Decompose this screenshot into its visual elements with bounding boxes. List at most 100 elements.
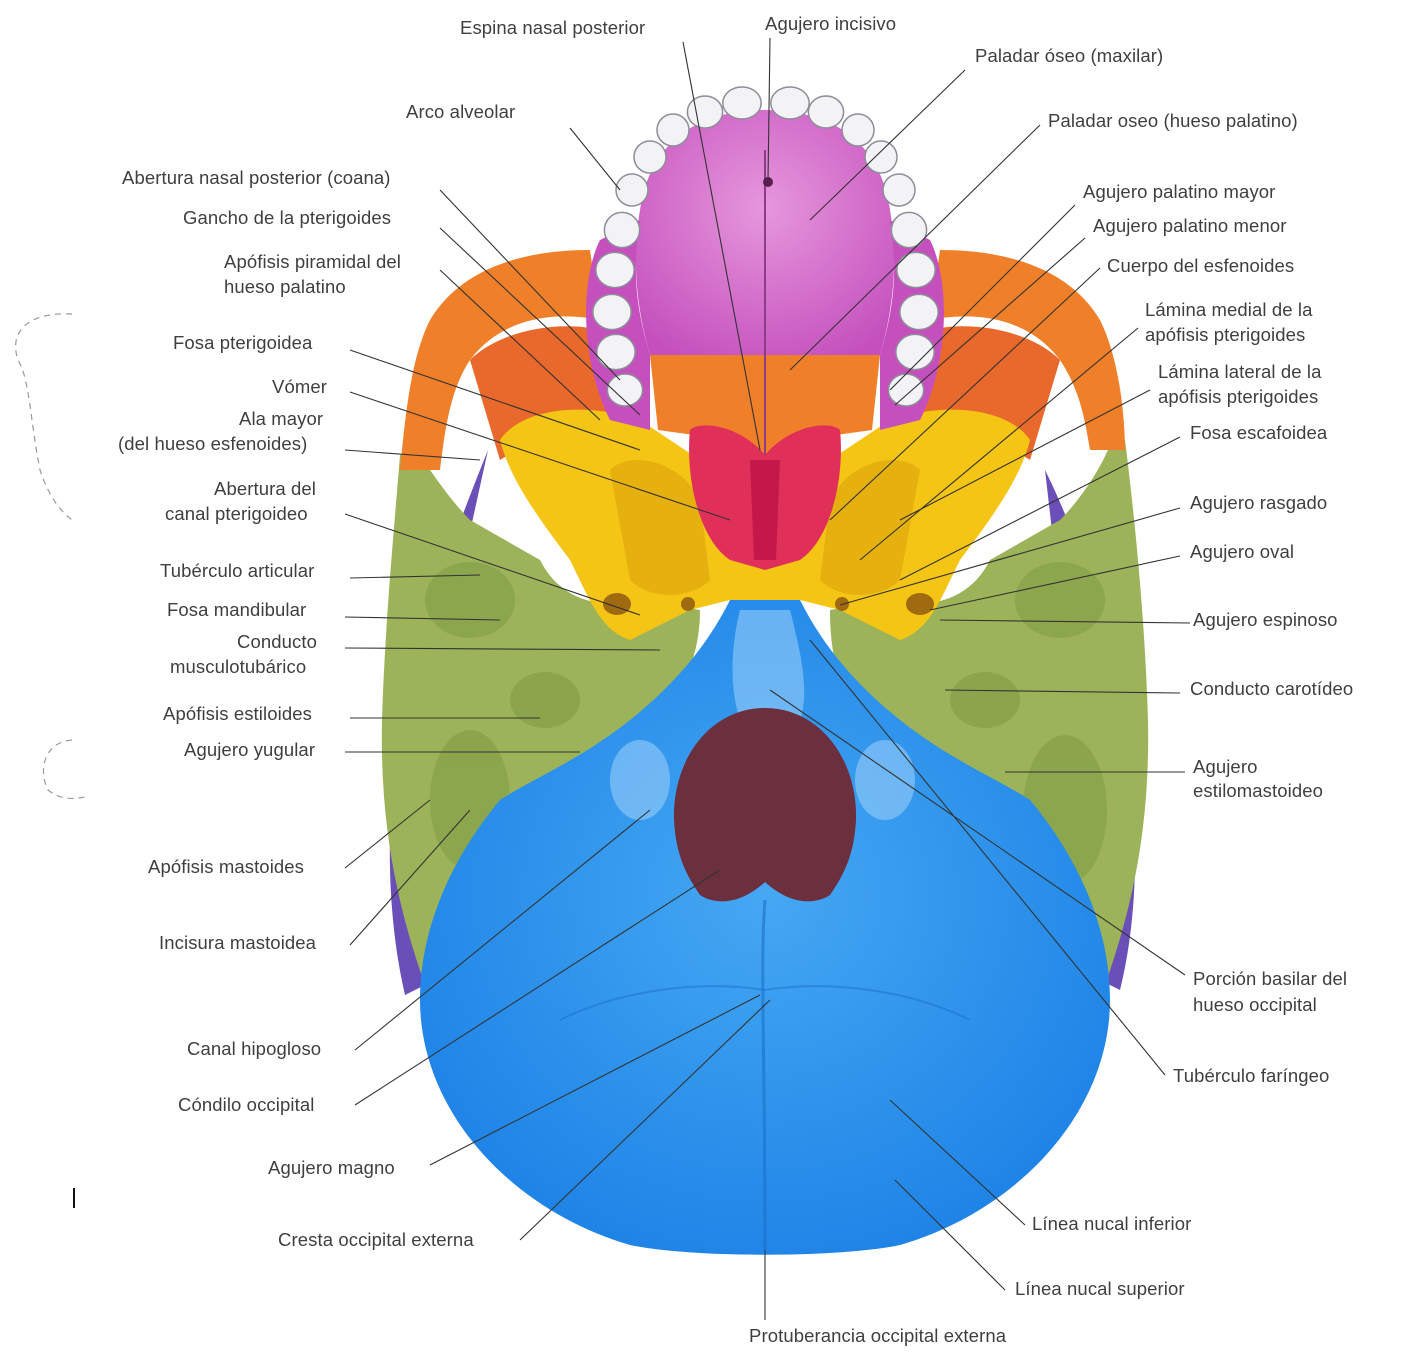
- label-ala-mayor-1: Ala mayor: [239, 408, 324, 429]
- tooth: [895, 333, 935, 371]
- label-paladar-oseo-palatino: Paladar oseo (hueso palatino): [1048, 110, 1298, 131]
- label-agujero-palatino-menor: Agujero palatino menor: [1093, 215, 1287, 236]
- leader-line: [829, 267, 1101, 521]
- label-tuberculo-articular: Tubérculo articular: [160, 560, 315, 581]
- leader-line: [767, 37, 771, 181]
- tooth: [633, 140, 667, 174]
- leader-line: [894, 1179, 1006, 1291]
- leader-line: [944, 689, 1181, 694]
- leader-line: [344, 799, 431, 869]
- label-conducto-carotideo: Conducto carotídeo: [1190, 678, 1354, 699]
- leader-line: [439, 227, 641, 416]
- leader-line: [344, 513, 641, 616]
- label-linea-nucal-inferior: Línea nucal inferior: [1032, 1213, 1192, 1234]
- tooth: [592, 293, 632, 331]
- occipital-bone: [420, 600, 1110, 1255]
- nuchal-line-curve: [559, 985, 971, 1021]
- label-conducto-musculo-1: Conducto: [237, 631, 317, 652]
- leader-line: [789, 124, 1041, 371]
- label-espina-nasal-posterior: Espina nasal posterior: [460, 17, 646, 38]
- tooth: [656, 113, 690, 147]
- label-agujero-incisivo: Agujero incisivo: [765, 13, 897, 34]
- zygomatic-arch-right: [930, 250, 1125, 450]
- leader-line: [519, 999, 771, 1241]
- leader-line: [344, 616, 501, 621]
- label-paladar-oseo-maxilar: Paladar óseo (maxilar): [975, 45, 1164, 66]
- label-lamina-lateral-1: Lámina lateral de la: [1158, 361, 1322, 382]
- label-agujero-estilo-2: estilomastoideo: [1193, 780, 1324, 801]
- leader-line: [809, 639, 1166, 1076]
- leader-line: [894, 237, 1086, 406]
- label-apofisis-piramidal-1: Apófisis piramidal del: [224, 251, 402, 272]
- leader-line: [899, 389, 1151, 521]
- label-agujero-espinoso: Agujero espinoso: [1193, 609, 1338, 630]
- label-apofisis-mastoides: Apófisis mastoides: [148, 856, 305, 877]
- leader-line: [349, 349, 641, 451]
- label-porcion-basilar-2: hueso occipital: [1193, 994, 1317, 1015]
- foramen-magnum: [673, 708, 857, 902]
- label-agujero-rasgado: Agujero rasgado: [1190, 492, 1328, 513]
- label-fosa-escafoidea: Fosa escafoidea: [1190, 422, 1328, 443]
- leader-line: [569, 127, 621, 191]
- occipital-highlights: [610, 610, 915, 820]
- label-gancho-pterigoides: Gancho de la pterigoides: [183, 207, 392, 228]
- tooth: [841, 113, 875, 147]
- label-ala-mayor-2: (del hueso esfenoides): [118, 433, 308, 454]
- leader-line: [929, 555, 1181, 611]
- leader-line: [439, 189, 621, 381]
- tooth: [899, 293, 939, 331]
- tooth: [896, 251, 936, 289]
- label-tuberculo-faringeo: Tubérculo faríngeo: [1173, 1065, 1330, 1086]
- leader-line: [889, 204, 1076, 391]
- tooth: [596, 333, 636, 371]
- label-apofisis-piramidal-2: hueso palatino: [224, 276, 346, 297]
- occipital-crest-line: [761, 899, 767, 1251]
- tooth: [864, 140, 898, 174]
- label-apofisis-estiloides: Apófisis estiloides: [163, 703, 312, 724]
- leader-line: [429, 994, 761, 1166]
- label-protuberancia-occipital-externa: Protuberancia occipital externa: [749, 1325, 1007, 1346]
- label-agujero-magno: Agujero magno: [268, 1157, 395, 1178]
- label-lamina-medial-2: apófisis pterigoides: [1145, 324, 1306, 345]
- label-condilo-occipital: Cóndilo occipital: [178, 1094, 315, 1115]
- sphenoid-shading: [610, 460, 920, 595]
- tooth: [595, 251, 635, 289]
- tooth: [882, 173, 916, 207]
- leader-line: [809, 69, 966, 221]
- label-arco-alveolar: Arco alveolar: [406, 101, 516, 122]
- label-linea-nucal-superior: Línea nucal superior: [1015, 1278, 1185, 1299]
- vomer-inner: [750, 460, 780, 560]
- leader-lines: [344, 37, 1191, 1320]
- leader-line: [682, 41, 761, 451]
- tooth: [890, 211, 928, 249]
- leader-line: [349, 809, 471, 946]
- label-incisura-mastoidea: Incisura mastoidea: [159, 932, 317, 953]
- incisive-foramen-dot: [763, 177, 773, 187]
- leader-line: [354, 869, 721, 1106]
- label-conducto-musculo-2: musculotubárico: [170, 656, 307, 677]
- label-vomer: Vómer: [272, 376, 327, 397]
- sketch-marks: [15, 313, 89, 800]
- label-canal-hipogloso: Canal hipogloso: [187, 1038, 322, 1059]
- leader-line: [889, 1099, 1026, 1226]
- label-abertura-canal-1: Abertura del: [214, 478, 316, 499]
- tooth: [686, 95, 724, 129]
- tooth: [770, 86, 810, 120]
- leader-line: [349, 391, 731, 521]
- leader-line: [839, 507, 1181, 606]
- leader-line: [439, 269, 601, 421]
- leader-line: [899, 436, 1181, 581]
- label-cuerpo-esfenoides: Cuerpo del esfenoides: [1107, 255, 1295, 276]
- label-agujero-estilo-1: Agujero: [1193, 756, 1258, 777]
- leader-line: [344, 449, 481, 461]
- tooth: [615, 173, 649, 207]
- leader-line: [939, 619, 1191, 624]
- label-fosa-mandibular: Fosa mandibular: [167, 599, 307, 620]
- tooth: [606, 373, 644, 407]
- label-lamina-lateral-2: apófisis pterigoides: [1158, 386, 1319, 407]
- leader-line: [354, 809, 651, 1051]
- leader-line: [349, 574, 481, 579]
- zygomatic-arch-left: [400, 250, 600, 470]
